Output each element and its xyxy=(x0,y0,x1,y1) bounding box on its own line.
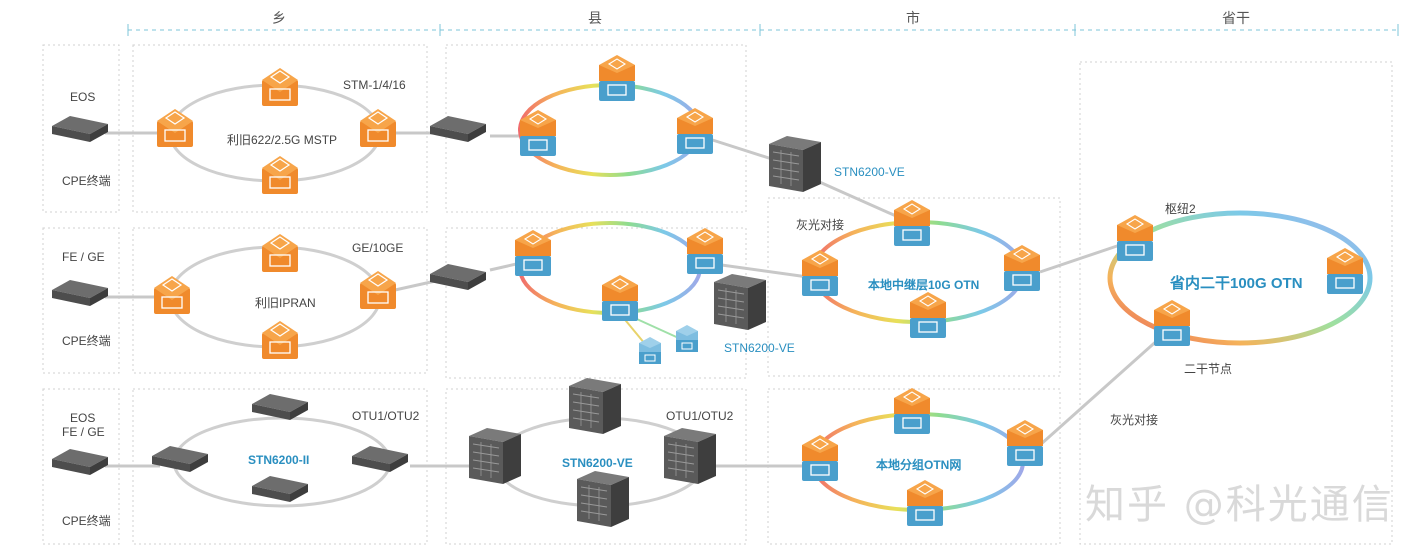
access-3-bottom-label: CPE终端 xyxy=(62,514,111,528)
xiang-box-1 xyxy=(132,44,428,213)
access-2-bottom-label: CPE终端 xyxy=(62,334,111,348)
xian-uplink-switches xyxy=(430,116,486,290)
column-dividers xyxy=(127,24,1399,36)
shenggan-hub-label: 枢纽2 xyxy=(1165,202,1196,216)
xian-ring-3-rate: OTU1/OTU2 xyxy=(666,409,734,423)
shi-gray-light-label: 灰光对接 xyxy=(796,218,845,232)
shenggan-ring-label: 省内二干100G OTN xyxy=(1170,275,1303,292)
xiang-ring-3-rate: OTU1/OTU2 xyxy=(352,409,420,423)
xiang-ring-1-label: 利旧622/2.5G MSTP xyxy=(227,133,338,147)
access-3-top-label-1: EOS xyxy=(70,411,96,425)
xiang-ring-1-rate: STM-1/4/16 xyxy=(343,78,406,92)
access-box-1 xyxy=(42,44,120,213)
watermark: 知乎 @科光通信 xyxy=(1085,482,1394,528)
header-xian: 县 xyxy=(588,11,602,27)
shenggan-ring xyxy=(1107,210,1373,346)
access-1-top-label: EOS xyxy=(70,90,96,104)
xiang-ring-3-label: STN6200-II xyxy=(248,453,310,467)
xiang-ring-2-rate: GE/10GE xyxy=(352,241,404,255)
header-shenggan: 省干 xyxy=(1222,11,1250,27)
xian-ring-3-nodes xyxy=(468,377,717,528)
xian-device-top-label: STN6200-VE xyxy=(834,165,905,179)
access-2-top-label: FE / GE xyxy=(62,250,105,264)
shenggan-node-label: 二干节点 xyxy=(1184,362,1233,376)
xiang-ring-2-label: 利旧IPRAN xyxy=(255,296,316,310)
shenggan-box xyxy=(1079,61,1393,545)
header-xiang: 乡 xyxy=(272,11,286,27)
xian-ring-2-nodes xyxy=(514,227,724,365)
xian-ring-3-label: STN6200-VE xyxy=(562,456,633,470)
xiang-box-2 xyxy=(132,227,428,374)
shi-ring-1-label: 本地中继层10G OTN xyxy=(868,278,980,292)
header-shi: 市 xyxy=(906,11,920,27)
shenggan-gray-light-label: 灰光对接 xyxy=(1110,413,1159,427)
access-3-top-label-2: FE / GE xyxy=(62,425,105,439)
xian-device-mid-label: STN6200-VE xyxy=(724,341,795,355)
access-1-bottom-label: CPE终端 xyxy=(62,174,111,188)
shi-box-1 xyxy=(767,197,1061,377)
shi-ring-2-label: 本地分组OTN网 xyxy=(876,458,962,472)
